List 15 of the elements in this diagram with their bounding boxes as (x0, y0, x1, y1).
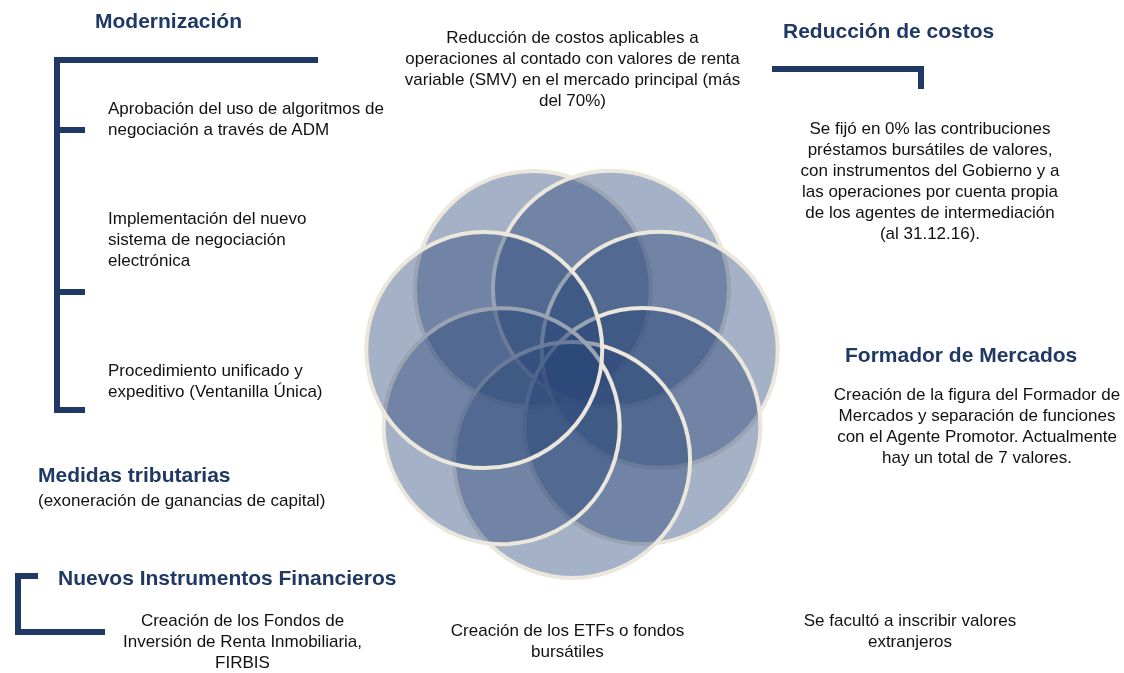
text-label: Creación de los ETFs o fondos bursátiles (449, 620, 686, 662)
text-label: (exoneración de ganancias de capital) (38, 490, 327, 511)
text-label: Se facultó a inscribir valores extranjeros (802, 610, 1018, 652)
text-label: Se fijó en 0% las contribuciones préstamos bursátiles de valores, con instrumentos del Gobierno y a las operaciones por cuenta propia de los agentes de intermediación (al 31.12.16). (800, 118, 1060, 244)
text-label: Implementación del nuevo sistema de negociación electrónica (108, 208, 308, 271)
heading: Modernización (95, 8, 243, 33)
text-label: Procedimiento unificado y expeditivo (Ventanilla Única) (108, 360, 324, 402)
heading: Nuevos Instrumentos Financieros (58, 565, 398, 590)
text-label: Reducción de costos aplicables a operaciones al contado con valores de renta variable (SMV) en el mercado principal (más del 70%) (403, 27, 742, 111)
text-label: Creación de los Fondos de Inversión de Renta Inmobiliaria, FIRBIS (121, 610, 364, 673)
text-label: Creación de la figura del Formador de Mercados y separación de funciones con el Agente Promotor. Actualmente hay un total de 7 valores. (832, 384, 1122, 468)
heading: Formador de Mercados (845, 342, 1079, 367)
heading: Reducción de costos (783, 18, 996, 43)
heading: Medidas tributarias (38, 462, 232, 487)
text-label: Aprobación del uso de algoritmos de negociación a través de ADM (108, 98, 385, 140)
